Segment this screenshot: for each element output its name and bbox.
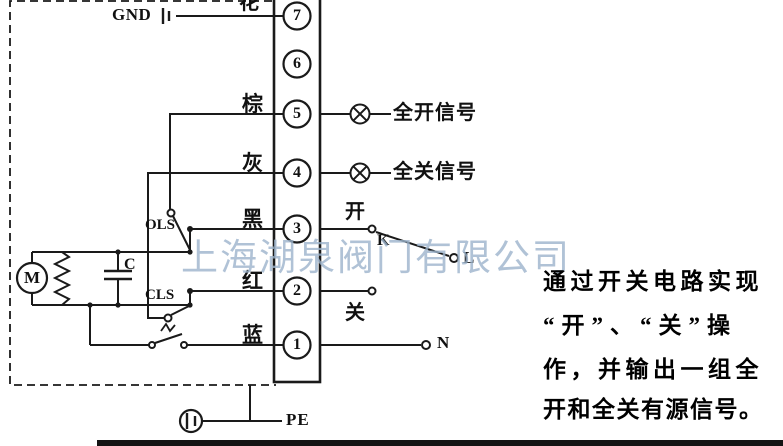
thermal-switch-blade [154, 333, 183, 344]
wire-7-label: 花 [239, 0, 259, 14]
thermal-contact-left [148, 341, 156, 349]
internal-wires [89, 8, 284, 346]
pe-ground [178, 385, 282, 434]
terminal-7-number: 7 [293, 7, 301, 24]
wire-black-label: 黑 [242, 207, 263, 231]
open-label: 开 [345, 201, 365, 223]
live-label: L [463, 248, 475, 267]
terminal-block [272, 0, 322, 384]
motor-winding-zigzag [52, 251, 72, 306]
wire-red [189, 290, 284, 305]
actuator-enclosure-border [9, 0, 276, 386]
wire-gray-label: 灰 [242, 151, 263, 175]
terminal-4-number: 4 [293, 164, 301, 181]
close-label: 关 [345, 302, 365, 324]
wire-red-label: 红 [242, 269, 263, 293]
full-open-signal-label: 全开信号 [393, 102, 477, 124]
neutral-label: N [437, 333, 450, 352]
thermal-contact-right [180, 341, 188, 349]
terminal-5-number: 5 [293, 105, 301, 122]
full-close-signal-label: 全关信号 [393, 161, 477, 183]
thermal-mark [160, 322, 176, 333]
terminal-3-number: 3 [293, 220, 301, 237]
neutral-terminal [421, 340, 431, 350]
wire-brown-label: 棕 [242, 92, 263, 116]
cls-label: CLS [145, 287, 175, 303]
capacitor-label: C [124, 256, 136, 273]
pe-earth-icon [178, 408, 204, 434]
description-line-3: 作，并输出一组全 [543, 357, 763, 382]
pe-label: PE [286, 410, 310, 429]
motor-label: M [24, 268, 41, 287]
open-contact [367, 224, 377, 234]
terminal-6-circle [282, 49, 312, 79]
wire-blue-label: 蓝 [242, 323, 263, 347]
watermark-text: 上海湖泉阀门有限公司 [181, 238, 571, 279]
terminal-1-number: 1 [293, 336, 301, 353]
k-switch-label: K [377, 232, 390, 249]
limit-switches [148, 208, 191, 349]
wire-brown [169, 113, 284, 211]
close-contact [367, 286, 377, 296]
k-switch-blade [375, 231, 450, 257]
cls-blade [170, 305, 190, 316]
terminal-6-number: 6 [293, 55, 301, 72]
gnd-label: GND [112, 5, 152, 24]
description-line-2: “开”、“关”操 [543, 313, 737, 338]
output-side [321, 103, 459, 350]
description-line-1: 通过开关电路实现 [543, 269, 763, 294]
live-terminal [449, 253, 459, 263]
cls-contact [163, 313, 173, 323]
wire-gray [147, 172, 284, 319]
ols-label: OLS [145, 217, 176, 233]
ols-contact [166, 208, 176, 218]
motor-circuit [15, 251, 190, 306]
junction-dots [87, 226, 193, 308]
terminal-2-number: 2 [293, 282, 301, 299]
description-line-4: 开和全关有源信号。 [543, 397, 764, 422]
ols-blade [172, 215, 191, 251]
bottom-bar [97, 440, 783, 446]
